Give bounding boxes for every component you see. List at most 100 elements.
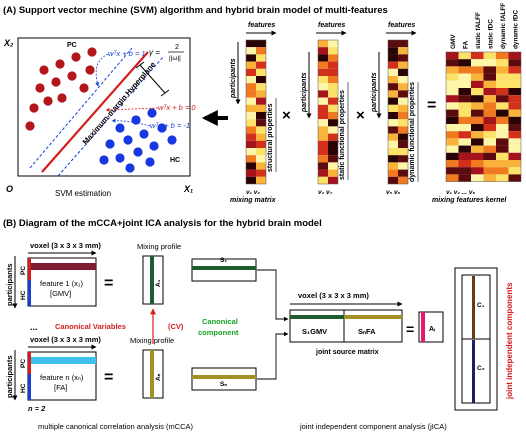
matrix-structural-cell (246, 133, 256, 141)
fn-name: feature n (xₙ) (40, 373, 84, 382)
plane-middle-arrow (105, 107, 159, 112)
gamma-label: γ = (149, 48, 160, 57)
a1-column (150, 256, 154, 304)
matrix-structural-cell (256, 162, 266, 170)
matrix-structural-cell (256, 54, 266, 62)
matrix-kernel-cell (446, 102, 459, 110)
matrix-kernel-cell (483, 59, 496, 67)
gamma-bracket (139, 64, 166, 94)
matrix-dynamic-functional-cell (388, 104, 398, 112)
kernel-col-header: static fALFF (475, 12, 482, 49)
matrix-kernel-cell (458, 116, 471, 124)
matrix-static-functional-cell (328, 97, 338, 105)
matrix-kernel-cell (496, 102, 509, 110)
matrix-kernel-cell (483, 109, 496, 117)
matrix-structural-cell (246, 61, 256, 69)
matrix-kernel-cell (471, 73, 484, 81)
matrix-static-functional-cell (318, 176, 328, 184)
matrix-structural-cell (256, 47, 266, 55)
matrix-structural-cell (256, 61, 266, 69)
matrix-dynamic-functional-cell (398, 112, 408, 120)
f1-hc-label: HC (20, 290, 27, 300)
matrix-kernel-frame (445, 51, 522, 182)
matrix-dynamic-functional-cell (388, 176, 398, 184)
matrix-kernel-cell (483, 80, 496, 88)
matrix-kernel-cell (446, 66, 459, 74)
matrix-dynamic-functional (387, 39, 409, 185)
matrix-static-functional-cell (318, 119, 328, 127)
c2-column (472, 340, 475, 403)
matrix-kernel-cell (446, 95, 459, 103)
equals-b3: = (406, 321, 414, 337)
matrix-dynamic-functional-cell (398, 155, 408, 163)
matrix-kernel-cell (446, 80, 459, 88)
matrix-static-functional-cell (328, 61, 338, 69)
joint-components-label: joint independent components (505, 282, 514, 400)
matrix-static-functional-cell (318, 40, 328, 48)
matrix-structural-cell (256, 90, 266, 98)
matrix-static-functional-cell (318, 169, 328, 177)
matrix-kernel-cell (508, 116, 521, 124)
m3-participants-label: participants (371, 72, 378, 113)
svm-plot: X₂ X₁ O Maximum-margin Hyperplane PC HC (3, 37, 196, 198)
matrix-kernel-cell (483, 131, 496, 139)
matrix-kernel-cell (496, 131, 509, 139)
matrix-kernel-cell (508, 95, 521, 103)
matrix-kernel-cell (496, 174, 509, 182)
matrix-structural-cell (246, 119, 256, 127)
matrix-kernel-cell (446, 124, 459, 132)
matrix-kernel-cell (446, 138, 459, 146)
matrix-structural-cell (256, 119, 266, 127)
matrix-kernel-cell (483, 160, 496, 168)
matrix-kernel-cell (508, 52, 521, 60)
matrix-dynamic-functional-cell (388, 169, 398, 177)
matrix-static-functional-cell (318, 155, 328, 163)
matrix-kernel-cell (458, 95, 471, 103)
matrix-kernel-cell (508, 102, 521, 110)
matrix-kernel-cell (471, 66, 484, 74)
fn-pc-label: PC (20, 359, 27, 368)
matrix-static-functional-cell (328, 155, 338, 163)
matrix-dynamic-functional-cell (388, 119, 398, 127)
m2-features-label: features (318, 22, 345, 29)
matrix-dynamic-functional-cell (398, 104, 408, 112)
matrix-dynamic-functional-cell (388, 83, 398, 91)
matrix-kernel-cell (446, 88, 459, 96)
matrix-kernel-cell (496, 52, 509, 60)
matrix-dynamic-functional-cell (388, 47, 398, 55)
matrix-kernel-cell (496, 152, 509, 160)
kernel-col-header: dynamic fDC (513, 10, 520, 49)
matrix-static-functional-cell (328, 40, 338, 48)
matrix-dynamic-functional-cell (398, 61, 408, 69)
matrix-kernel-cell (458, 73, 471, 81)
matrix-structural-cell (256, 169, 266, 177)
matrix-kernel-cell (446, 152, 459, 160)
matrix-dynamic-functional-cell (398, 148, 408, 156)
matrix-kernel-cell (471, 59, 484, 67)
fn-row-highlight (31, 357, 96, 364)
matrix-kernel-cell (471, 160, 484, 168)
matrix-kernel-cell (471, 52, 484, 60)
gamma-numerator: 2 (175, 44, 179, 51)
matrix-dynamic-functional-frame (387, 39, 409, 185)
f1-pc-label: PC (20, 266, 27, 275)
matrix-static-functional-cell (318, 112, 328, 120)
c1-column (472, 276, 475, 339)
matrix-kernel-cell (508, 109, 521, 117)
matrix-structural-cell (246, 54, 256, 62)
matrix-kernel-cell (508, 160, 521, 168)
mcca-caption: multiple canonical correlation analysis … (38, 422, 194, 431)
ai-column (421, 312, 425, 342)
matrix-kernel-cell (496, 95, 509, 103)
matrix-static-functional-cell (328, 68, 338, 76)
matrix-kernel-cell (508, 174, 521, 182)
matrix-kernel-cell (471, 145, 484, 153)
kernel-caption: mixing features kernel (432, 197, 507, 204)
matrix-static-functional-cell (328, 176, 338, 184)
a1-mixing-profile: Mixing profile (137, 242, 181, 251)
matrix-kernel-cell (483, 88, 496, 96)
matrix-kernel-cell (508, 59, 521, 67)
matrix-static-functional-cell (318, 97, 328, 105)
times-1: × (282, 107, 291, 124)
times-2: × (356, 107, 365, 124)
